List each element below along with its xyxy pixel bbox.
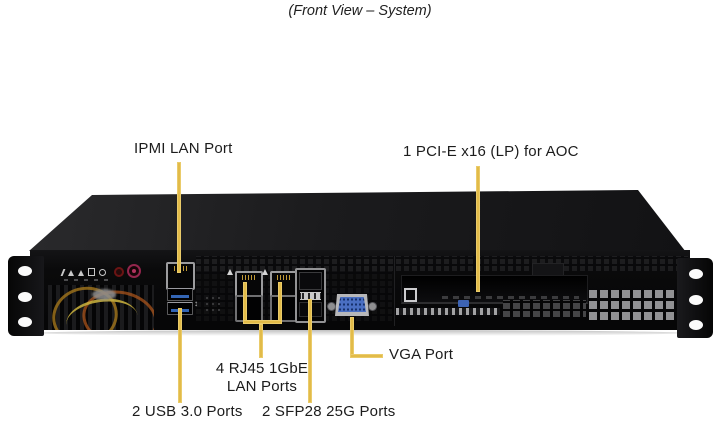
nic1-led-icon [68, 270, 74, 276]
label-rj45-line1: 4 RJ45 1GbE [215, 360, 309, 377]
vga-pins [338, 297, 366, 312]
callout-line-usb [178, 308, 182, 403]
vga-screw-post [327, 302, 336, 311]
slot-detail [442, 296, 579, 299]
rj45-lan-port-3 [235, 295, 263, 322]
rack-ear-hole [18, 292, 32, 302]
info-led-icon [99, 269, 106, 276]
rj45-pins [277, 275, 291, 280]
display-symbol-icon [404, 288, 417, 302]
vent-grille-left [48, 285, 154, 330]
pcie-x16-slot [401, 275, 588, 304]
rack-ear-hole [18, 266, 32, 276]
rack-ear-hole [18, 317, 32, 327]
sfp28-port-top [299, 272, 322, 290]
label-rj45-line2: LAN Ports [226, 378, 298, 395]
usb-tongue [171, 295, 189, 298]
power-led-icon [60, 269, 66, 276]
small-blue-connector [458, 300, 469, 307]
callout-line-sfp [308, 299, 312, 403]
rj45-lan-port-2 [270, 271, 298, 298]
rj45-lan-port-4 [270, 295, 298, 322]
usb-symbol-icon: ↕ [194, 299, 198, 308]
rack-ear-left [8, 256, 44, 336]
callout-line-vga-v [350, 317, 354, 358]
vga-screw-post [368, 302, 377, 311]
label-usb-ports: 2 USB 3.0 Ports [132, 403, 243, 420]
label-sfp-ports: 2 SFP28 25G Ports [262, 403, 396, 420]
callout-line-rj45-bridge [243, 320, 282, 324]
vga-shell [335, 294, 369, 316]
lan-indicator-icon [262, 269, 268, 275]
vga-port [327, 293, 377, 318]
callout-line-rj45-stem [259, 324, 263, 358]
hdd-led-icon [88, 268, 95, 276]
callout-line-ipmi [177, 162, 181, 273]
chassis-top-face [29, 190, 689, 256]
vent-grid-dim [503, 300, 586, 317]
panel-seam [394, 256, 395, 326]
vent-grid-bright [589, 290, 686, 320]
rack-ear-right [677, 258, 713, 338]
rj45-pins [242, 275, 256, 280]
label-rj45-lan-ports: 4 RJ45 1GbE LAN Ports [200, 360, 324, 396]
led-labels [64, 279, 112, 281]
label-vga-port: VGA Port [389, 346, 454, 363]
rack-ear-hole [689, 295, 703, 305]
callout-line-rj45-b [278, 282, 282, 324]
status-led-icons [60, 266, 114, 276]
sfp-latch [300, 292, 321, 300]
connector-edge-strip [396, 308, 500, 315]
chassis-shadow [38, 330, 682, 336]
callout-line-pcie [476, 166, 480, 292]
label-ipmi-lan-port: IPMI LAN Port [134, 140, 233, 157]
label-pcie-slot: 1 PCI-E x16 (LP) for AOC [403, 143, 579, 160]
usb3-port-top [167, 288, 193, 301]
internal-cable-label [92, 289, 116, 300]
vent-hole-grid [204, 295, 222, 313]
rack-ear-hole [689, 320, 703, 330]
reset-button [114, 267, 124, 277]
vent-grille-top [196, 256, 688, 271]
power-button [127, 264, 141, 278]
callout-line-vga-h [350, 354, 383, 358]
callout-line-rj45-a [243, 282, 247, 324]
nic2-led-icon [78, 270, 84, 276]
figure-title: (Front View – System) [288, 3, 432, 19]
rj45-lan-port-1 [235, 271, 263, 298]
rack-ear-hole [689, 269, 703, 279]
lan-indicator-icon [227, 269, 233, 275]
